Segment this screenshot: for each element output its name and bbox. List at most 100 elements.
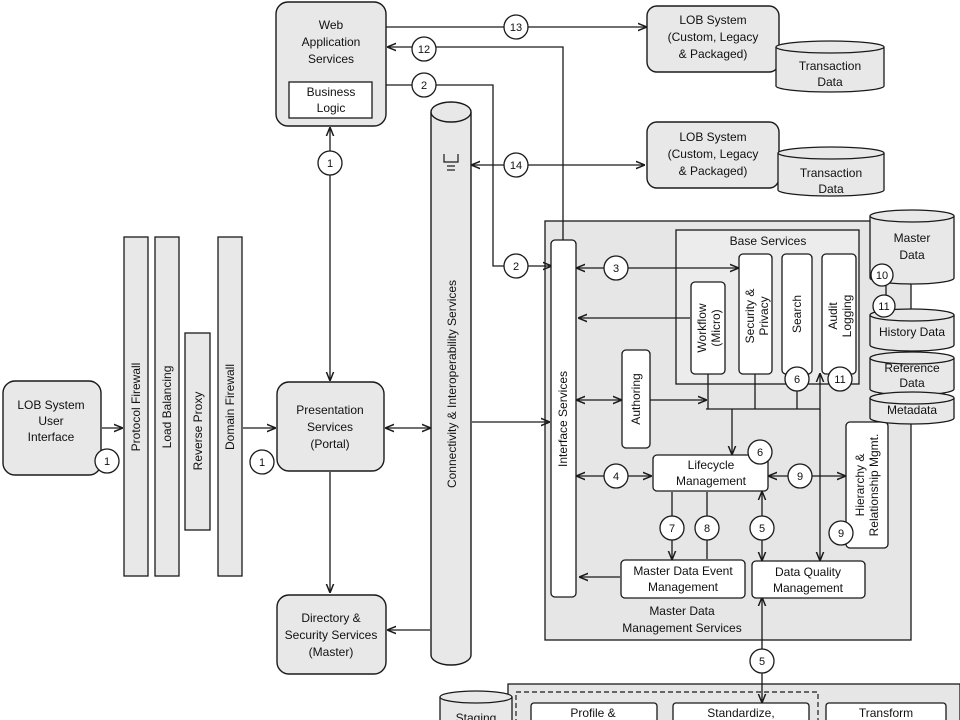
base-services-title: Base Services — [730, 234, 807, 248]
lob-system-2: LOB System(Custom, Legacy& Packaged) — [646, 121, 780, 189]
svg-text:Standardize,: Standardize, — [707, 706, 774, 720]
svg-text:1: 1 — [104, 456, 110, 468]
step-marker-1-ui: 1 — [94, 448, 120, 474]
step-marker-2-top: 2 — [411, 72, 437, 98]
step-marker-4: 4 — [603, 463, 629, 489]
load-balancing: Load Balancing — [154, 236, 180, 577]
authoring-box: Authoring — [621, 349, 651, 449]
svg-text:Reverse Proxy: Reverse Proxy — [191, 392, 205, 471]
step-marker-1-presentation: 1 — [249, 449, 275, 475]
svg-text:Workflow(Micro): Workflow(Micro) — [695, 303, 723, 352]
reverse-proxy: Reverse Proxy — [184, 332, 211, 531]
step-marker-11-audit: 11 — [827, 366, 853, 392]
staging-store: Staging — [439, 690, 513, 720]
step-marker-9-hierarchy: 9 — [828, 520, 854, 546]
profile-box: Profile & — [530, 702, 658, 720]
step-marker-7: 7 — [659, 515, 685, 541]
svg-text:LOB System(Custom, Legacy& Pac: LOB System(Custom, Legacy& Packaged) — [668, 13, 759, 61]
svg-text:Profile &: Profile & — [570, 706, 615, 720]
step-marker-8: 8 — [694, 515, 720, 541]
step-marker-12: 12 — [411, 36, 437, 62]
svg-text:Authoring: Authoring — [629, 373, 643, 424]
svg-text:Transform: Transform — [859, 706, 913, 720]
protocol-firewall: Protocol Firewall — [123, 236, 149, 577]
step-marker-9: 9 — [787, 463, 813, 489]
svg-text:Staging: Staging — [456, 711, 497, 720]
svg-text:Load Balancing: Load Balancing — [160, 366, 174, 449]
svg-text:Hierarchy &Relationship Mgmt.: Hierarchy &Relationship Mgmt. — [853, 434, 881, 537]
svg-text:3: 3 — [613, 263, 619, 275]
svg-text:12: 12 — [418, 44, 430, 56]
step-marker-11-history: 11 — [872, 294, 896, 318]
svg-text:AuditLogging: AuditLogging — [826, 295, 854, 338]
search-box: Search — [781, 253, 813, 375]
svg-text:13: 13 — [510, 22, 522, 34]
step-marker-2-interface: 2 — [503, 253, 529, 279]
svg-text:Protocol Firewall: Protocol Firewall — [129, 363, 143, 452]
metadata-store: Metadata — [869, 391, 955, 425]
svg-text:1: 1 — [327, 158, 333, 170]
svg-text:History Data: History Data — [879, 325, 945, 339]
lob-system-1: LOB System(Custom, Legacy& Packaged) — [646, 5, 780, 73]
svg-text:6: 6 — [794, 374, 800, 386]
svg-text:Domain Firewall: Domain Firewall — [223, 364, 237, 450]
svg-text:11: 11 — [878, 301, 889, 313]
svg-text:14: 14 — [510, 160, 522, 172]
step-marker-1-web: 1 — [317, 150, 343, 176]
directory-security-services: Directory &Security Services(Master) — [276, 594, 387, 675]
step-marker-5-staging: 5 — [749, 648, 775, 674]
svg-text:10: 10 — [876, 270, 888, 282]
transform-box: Transform — [825, 702, 947, 720]
svg-text:11: 11 — [834, 374, 845, 386]
svg-text:Security &Privacy: Security &Privacy — [743, 289, 771, 344]
step-marker-13: 13 — [503, 14, 529, 40]
interface-services: Interface Services — [550, 239, 577, 598]
svg-text:LOB System(Custom, Legacy& Pac: LOB System(Custom, Legacy& Packaged) — [668, 130, 759, 178]
audit-logging-box: AuditLogging — [821, 253, 857, 375]
step-marker-6-lifecycle: 6 — [747, 439, 773, 465]
step-marker-14: 14 — [503, 152, 529, 178]
svg-text:Directory &Security Services(M: Directory &Security Services(Master) — [285, 611, 378, 659]
pipe-fitting-icon — [443, 154, 459, 171]
standardize-box: Standardize, — [672, 702, 810, 720]
svg-text:Search: Search — [790, 295, 804, 333]
step-marker-3: 3 — [603, 255, 629, 281]
svg-text:4: 4 — [613, 471, 619, 483]
connectivity-interoperability-pipe: Connectivity & Interoperability Services — [430, 101, 472, 666]
svg-text:9: 9 — [797, 471, 803, 483]
svg-text:7: 7 — [669, 523, 675, 535]
svg-text:Metadata: Metadata — [887, 403, 937, 417]
step-marker-6-search: 6 — [784, 366, 810, 392]
security-privacy-box: Security &Privacy — [738, 253, 773, 375]
bottom-dashed-group — [515, 691, 819, 720]
svg-text:Interface Services: Interface Services — [556, 371, 570, 467]
step-marker-10: 10 — [870, 263, 894, 287]
step-marker-5-lifecycle: 5 — [749, 515, 775, 541]
svg-text:5: 5 — [759, 656, 765, 668]
svg-text:2: 2 — [513, 261, 519, 273]
svg-text:5: 5 — [759, 523, 765, 535]
svg-text:8: 8 — [704, 523, 710, 535]
svg-text:6: 6 — [757, 447, 763, 459]
workflow-box: Workflow(Micro) — [690, 281, 726, 375]
svg-text:9: 9 — [838, 528, 844, 540]
